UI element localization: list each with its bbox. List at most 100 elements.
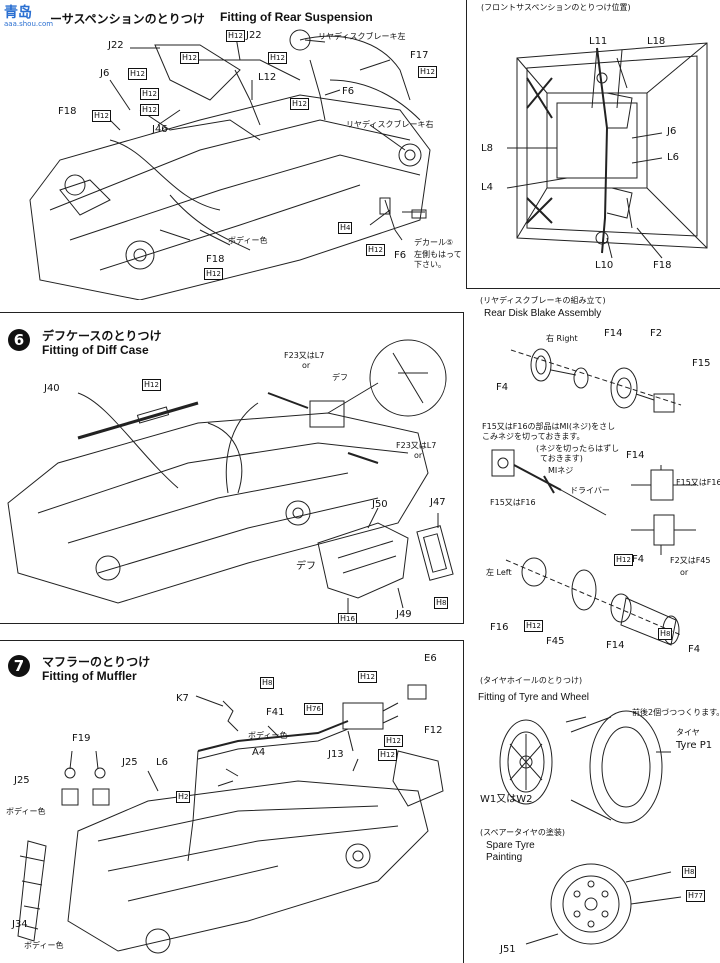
hcode-h77: H77: [686, 890, 705, 902]
label-j49: J49: [396, 609, 412, 620]
hcode-h12: H12: [92, 110, 111, 122]
tyre-section: (タイヤホイールのとりつけ) Fitting of Tyre and Wheel…: [466, 672, 720, 960]
hcode-h12: H12: [290, 98, 309, 110]
rear-disk-title: (リヤディスクブレーキの組み立て): [480, 296, 606, 305]
hcode-h12: H12: [366, 244, 385, 256]
label-l8: L8: [481, 143, 493, 154]
label-decal-note-2: 下さい。: [414, 260, 446, 269]
rear-susp-title-jp: ーサスペンションのとりつけ: [50, 12, 205, 26]
rear-disk-note-4: ておきます): [540, 454, 583, 463]
rear-suspension-drawing: [29, 29, 431, 300]
label-j34: J34: [12, 919, 28, 930]
step-7-badge: 7: [8, 655, 30, 677]
label-f14-left: F14: [606, 640, 625, 651]
tyre-drawing: [499, 710, 682, 945]
hcode-h12: H12: [384, 735, 403, 747]
label-j25-right: J25: [122, 757, 138, 768]
label-body-color: ボディー色: [228, 236, 268, 245]
hcode-h12: H12: [358, 671, 377, 683]
spare-title: (スペアータイヤの塗装): [480, 828, 565, 837]
rear-suspension-section: 青岛 aaa.shou.com ーサスペンションのとりつけ Fitting of…: [0, 0, 462, 300]
label-body-color-c: ボディー色: [24, 941, 64, 950]
front-suspension-panel: (フロントサスペンションのとりつけ位置) L11 L18 J6 L8 L6 L4…: [466, 0, 720, 289]
label-mi-screw: MIネジ: [548, 466, 574, 475]
hcode-h12: H12: [524, 620, 543, 632]
label-body-color-a: ボディー色: [248, 731, 288, 740]
label-f14-section: F14: [626, 450, 645, 461]
hcode-h12: H12: [378, 749, 397, 761]
muffler-title-jp: マフラーのとりつけ: [42, 655, 151, 669]
hcode-h12: H12: [268, 52, 287, 64]
label-l11: L11: [589, 36, 608, 47]
hcode-h12: H12: [614, 554, 633, 566]
label-left: 左 Left: [486, 568, 512, 577]
label-j51: J51: [500, 944, 516, 955]
label-j46: J46: [152, 124, 168, 135]
tyre-note: 前後2個づつつくります。: [632, 708, 720, 717]
hcode-h12: H12: [204, 268, 223, 280]
label-def-top: デフ: [332, 373, 348, 382]
step-6-badge: 6: [8, 329, 30, 351]
label-f19: F19: [72, 733, 91, 744]
label-f23-top: F23又はL7: [284, 351, 325, 360]
label-f4-section: F4: [632, 554, 645, 565]
label-f45: F45: [546, 636, 565, 647]
label-f18-bottom: F18: [206, 254, 225, 265]
hcode-h76: H76: [304, 703, 323, 715]
rear-disk-section: (リヤディスクブレーキの組み立て) Rear Disk Blake Assemb…: [466, 290, 720, 670]
label-f15: F15: [692, 358, 711, 369]
tyre-title-en: Fitting of Tyre and Wheel: [478, 692, 589, 703]
diff-case-drawing: [7, 339, 454, 613]
label-k7: K7: [176, 693, 189, 704]
rear-disk-note-3: (ネジを切ったらはずし: [536, 444, 620, 453]
label-w1-or-w2: W1又はW2: [480, 794, 533, 805]
label-f23-bottom: F23又はL7: [396, 441, 437, 450]
label-l12: L12: [258, 72, 277, 83]
rear-susp-title-en: Fitting of Rear Suspension: [220, 10, 373, 24]
hcode-h12: H12: [226, 30, 245, 42]
label-j6: J6: [100, 68, 110, 79]
label-f6-top: F6: [342, 86, 355, 97]
hcode-h12: H12: [128, 68, 147, 80]
label-f17: F17: [410, 50, 429, 61]
label-l4: L4: [481, 182, 493, 193]
muffler-panel: 7 マフラーのとりつけ Fitting of Muffler: [0, 640, 464, 963]
hcode-h12: H12: [180, 52, 199, 64]
diff-title-en: Fitting of Diff Case: [42, 343, 149, 357]
label-decal: デカール⑤: [414, 238, 454, 247]
hcode-h8: H8: [682, 866, 697, 878]
hcode-h12: H12: [140, 88, 159, 100]
hcode-h4: H4: [338, 222, 353, 234]
muffler-title-en: Fitting of Muffler: [42, 669, 137, 683]
label-f18: F18: [653, 260, 672, 271]
label-f2-or-f45: F2又はF45: [670, 556, 711, 565]
label-j6: J6: [667, 126, 677, 137]
label-def-bottom: デフ: [296, 561, 316, 572]
label-f41: F41: [266, 707, 285, 718]
label-body-color-b: ボディー色: [6, 807, 46, 816]
front-suspension-drawing: [506, 42, 708, 259]
label-f14-right: F14: [604, 328, 623, 339]
label-l18: L18: [647, 36, 666, 47]
label-f18-left: F18: [58, 106, 77, 117]
label-f4-left: F4: [688, 644, 701, 655]
label-or-section: or: [680, 568, 689, 577]
label-rear-brake-left: リヤディスクブレーキ左: [318, 32, 406, 41]
label-rear-brake-right: リヤディスクブレーキ右: [346, 120, 434, 129]
watermark-url: aaa.shou.com: [4, 20, 54, 28]
tyre-title: (タイヤホイールのとりつけ): [480, 676, 583, 685]
rear-disk-note-1: F15又はF16の部品はMI(ネジ)をさし: [482, 422, 616, 431]
hcode-h16: H16: [338, 613, 357, 623]
watermark-logo: 青岛: [4, 5, 32, 21]
hcode-h8: H8: [434, 597, 449, 609]
label-j22-right: J22: [246, 30, 262, 41]
label-tyre-en: Tyre P1: [676, 740, 713, 751]
label-j25-left: J25: [14, 775, 30, 786]
label-f2: F2: [650, 328, 663, 339]
label-j47: J47: [430, 497, 446, 508]
label-f15-or-f16-screw: F15又はF16: [490, 498, 536, 507]
label-or-top: or: [302, 361, 311, 370]
label-a4: A4: [252, 747, 266, 758]
label-j50: J50: [372, 499, 388, 510]
label-j22-left: J22: [108, 40, 124, 51]
